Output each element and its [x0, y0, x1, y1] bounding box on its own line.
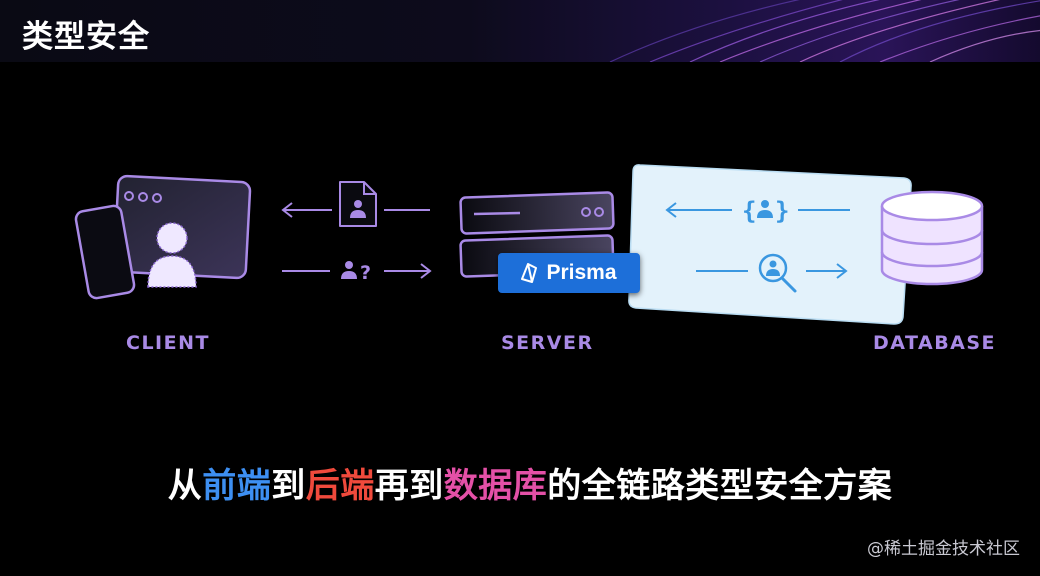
- caption-part-7: 的全链路类型安全方案: [547, 466, 893, 506]
- user-search-icon: [758, 253, 797, 293]
- caption: 从前端到后端再到数据库的全链路类型安全方案: [0, 458, 1040, 507]
- header-streaks: [609, 0, 1040, 62]
- question-mark-text: ?: [360, 262, 371, 284]
- database-label: DATABASE: [873, 332, 997, 354]
- prisma-badge: Prisma: [498, 253, 640, 293]
- brace-close-text: }: [775, 197, 789, 225]
- user-question-icon: ?: [341, 261, 371, 284]
- prisma-logo-icon: [521, 263, 538, 283]
- caption-part-1: 从: [167, 466, 203, 506]
- caption-backend: 后端: [305, 466, 375, 506]
- header-bar: 类型安全: [0, 0, 1040, 62]
- client-phone: [74, 204, 136, 300]
- user-document-icon: [339, 181, 377, 227]
- client-label: CLIENT: [126, 332, 210, 354]
- watermark: @稀土掘金技术社区: [867, 539, 1020, 559]
- prisma-label: Prisma: [546, 261, 617, 284]
- page-title: 类型安全: [22, 19, 150, 55]
- caption-frontend: 前端: [202, 466, 272, 506]
- arrow-client-to-server: [282, 263, 432, 279]
- arrow-db-to-server: [665, 202, 850, 218]
- arrow-server-to-client: [281, 202, 430, 218]
- brace-open-text: {: [742, 197, 756, 225]
- arrow-server-to-db: [696, 263, 848, 279]
- client-user-icon: [147, 222, 197, 288]
- database-cylinder-icon: [880, 190, 984, 286]
- user-braces-icon: { }: [742, 197, 789, 225]
- caption-database: 数据库: [443, 466, 548, 506]
- database-panel: [628, 164, 912, 325]
- caption-part-5: 再到: [374, 466, 444, 506]
- server-label: SERVER: [501, 332, 594, 354]
- caption-part-3: 到: [271, 466, 306, 506]
